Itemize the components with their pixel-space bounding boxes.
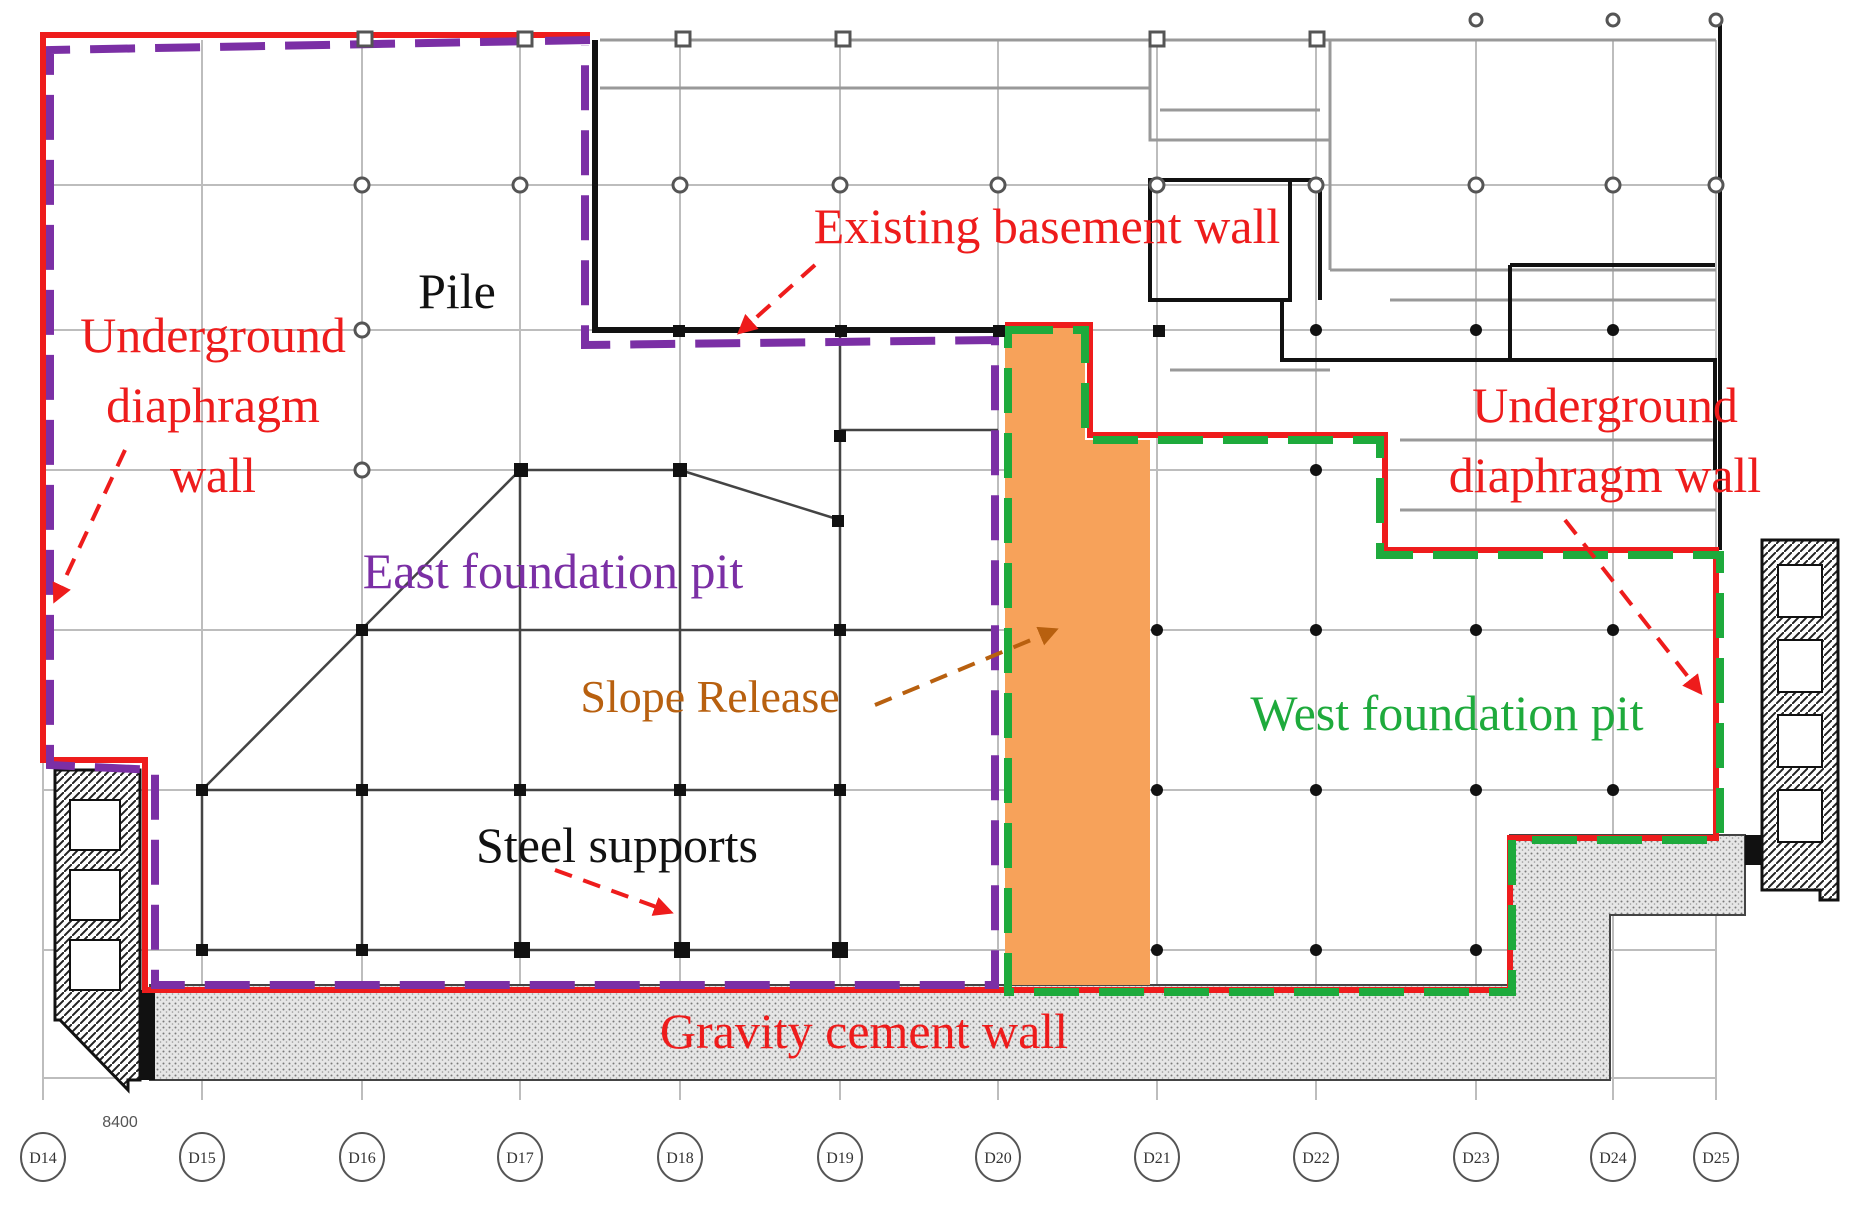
dimension-note: 8400 bbox=[102, 1114, 138, 1131]
pile-markers bbox=[196, 324, 1619, 958]
axis-bubbles bbox=[20, 1132, 1739, 1182]
east-pit-label: East foundation pit bbox=[363, 543, 744, 599]
arrow-basement-wall bbox=[737, 263, 817, 335]
axis-label: D19 bbox=[826, 1150, 854, 1167]
west-pit-outline bbox=[1004, 326, 1724, 996]
column-markers bbox=[353, 12, 1725, 479]
axis-label: D15 bbox=[188, 1150, 216, 1167]
axis-label: D25 bbox=[1702, 1150, 1730, 1167]
west-pit-label: West foundation pit bbox=[1250, 685, 1643, 741]
axis-label: D14 bbox=[29, 1150, 57, 1167]
gravity-wall-label: Gravity cement wall bbox=[660, 1003, 1068, 1059]
east-pit-outline bbox=[46, 36, 999, 989]
existing-basement-wall-label: Existing basement wall bbox=[814, 198, 1281, 254]
axis-label: D23 bbox=[1462, 1150, 1490, 1167]
axis-label: D16 bbox=[348, 1150, 376, 1167]
retaining-block-right bbox=[1745, 538, 1840, 902]
right-wall-label-line1: Underground bbox=[1472, 377, 1738, 433]
arrow-steel-supports bbox=[554, 868, 674, 916]
axis-label: D17 bbox=[506, 1150, 534, 1167]
left-wall-label-line1: Underground bbox=[80, 307, 346, 363]
red-boundary bbox=[40, 32, 1719, 993]
axis-label: D24 bbox=[1599, 1150, 1627, 1167]
left-wall-label-line3: wall bbox=[170, 447, 256, 503]
arrow-slope-release bbox=[874, 626, 1059, 707]
retaining-block-left bbox=[53, 768, 155, 1094]
axis-label: D18 bbox=[666, 1150, 694, 1167]
pile-label: Pile bbox=[418, 263, 496, 319]
axis-label: D22 bbox=[1302, 1150, 1330, 1167]
slope-release-area bbox=[1005, 328, 1150, 985]
steel-supports-label: Steel supports bbox=[476, 817, 758, 873]
arrow-left-wall bbox=[52, 449, 127, 604]
arrow-right-wall bbox=[1563, 518, 1703, 696]
annotation-arrows bbox=[52, 263, 1703, 916]
axis-label: D20 bbox=[984, 1150, 1012, 1167]
existing-structures bbox=[600, 38, 1716, 512]
right-wall-label-line2: diaphragm wall bbox=[1449, 447, 1761, 503]
slope-release-label: Slope Release bbox=[580, 671, 839, 722]
axis-label: D21 bbox=[1143, 1150, 1171, 1167]
left-wall-label-line2: diaphragm bbox=[106, 377, 320, 433]
